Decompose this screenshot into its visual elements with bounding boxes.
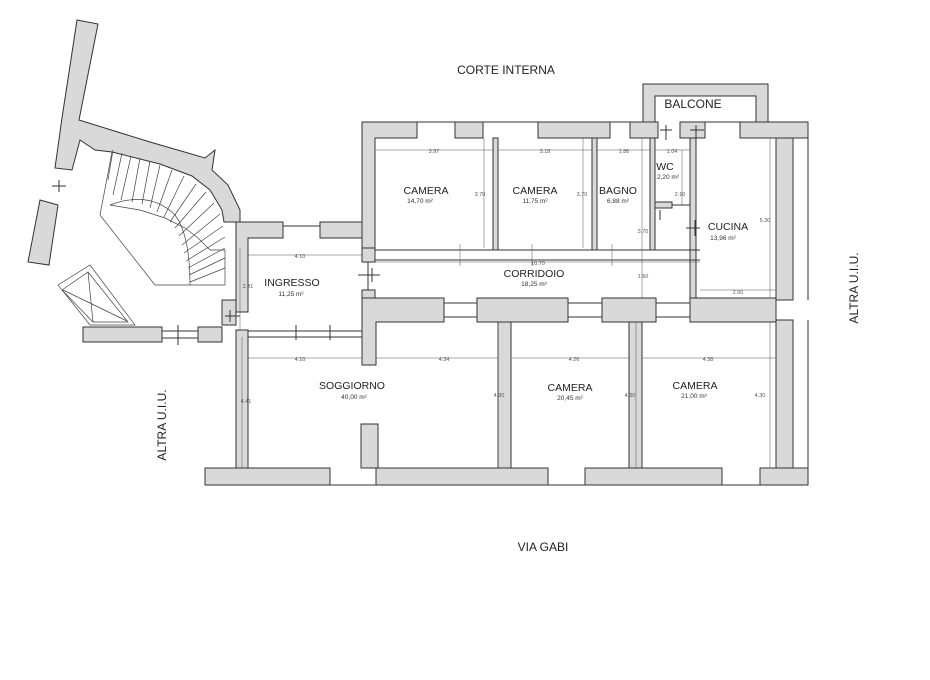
dim-camera2-w: 3.18	[540, 149, 551, 155]
label-via-gabi: VIA GABI	[518, 540, 569, 554]
dim-wc-h: 2.10	[675, 192, 686, 198]
dim-wc-w: 1.04	[667, 149, 678, 155]
room-camera-2-name: CAMERA	[513, 185, 558, 197]
dim-bagno-w: 1.86	[619, 149, 630, 155]
dim-ingresso-w: 4.10	[295, 254, 306, 260]
dim-camera1-h: 3.70	[475, 192, 486, 198]
room-ingresso-name: INGRESSO	[264, 277, 319, 289]
dim-camera4-w: 4.38	[703, 357, 714, 363]
room-camera-4-name: CAMERA	[673, 380, 718, 392]
room-cucina-area: 13,96 m²	[710, 235, 736, 242]
dim-corridoio-w: 10.70	[531, 261, 545, 267]
room-cucina-name: CUCINA	[708, 221, 748, 233]
room-wc-name: WC	[656, 161, 674, 173]
room-wc-area: 2,20 m²	[657, 174, 680, 181]
room-camera-3-area: 20,45 m²	[557, 395, 583, 402]
room-corridoio-area: 18,25 m²	[521, 281, 547, 288]
room-corridoio-name: CORRIDOIO	[504, 268, 565, 280]
dimension-lines	[239, 138, 776, 468]
dim-bagno-h: 3.70	[638, 229, 649, 235]
room-camera-2-area: 11,75 m²	[522, 198, 548, 205]
room-soggiorno-name: SOGGIORNO	[319, 380, 385, 392]
room-bagno-area: 6,88 m²	[607, 198, 630, 205]
dim-cucina-h: 5.30	[760, 218, 771, 224]
room-bagno-name: BAGNO	[599, 185, 637, 197]
dim-camera2-h: 3.70	[577, 192, 588, 198]
dim-ingresso-h: 2.31	[243, 284, 254, 290]
door-marks	[225, 125, 704, 322]
interior-walls	[248, 137, 777, 469]
dim-corridoio-h: 1.50	[638, 274, 649, 280]
dim-soggiorno-h: 4.41	[241, 399, 252, 405]
dim-soggiorno-w1: 4.10	[295, 357, 306, 363]
room-soggiorno-area: 40,00 m²	[341, 394, 367, 401]
label-altra-uiu-west: ALTRA U.I.U.	[155, 389, 169, 460]
room-ingresso-area: 11,25 m²	[278, 291, 304, 298]
dim-camera3-h: 4.30	[625, 393, 636, 399]
dimension-labels: 3.97 3.70 3.18 3.70 1.86 3.70 1.04 2.10 …	[241, 149, 771, 405]
staircase-block	[27, 19, 241, 345]
label-balcone: BALCONE	[664, 97, 721, 111]
dim-soggiorno-h2: 4.30	[494, 393, 505, 399]
room-camera-3-name: CAMERA	[548, 382, 593, 394]
room-labels: CAMERA 14,70 m² CAMERA 11,75 m² BAGNO 6,…	[264, 161, 748, 402]
room-camera-1-area: 14,70 m²	[407, 198, 433, 205]
dim-soggiorno-w2: 4.34	[439, 357, 450, 363]
outer-walls	[204, 83, 809, 486]
room-camera-1-name: CAMERA	[404, 185, 449, 197]
dim-camera3-w: 4.26	[569, 357, 580, 363]
label-corte-interna: CORTE INTERNA	[457, 63, 555, 77]
label-altra-uiu-east: ALTRA U.I.U.	[847, 252, 861, 323]
room-camera-4-area: 21,00 m²	[681, 393, 707, 400]
dim-cucina-w: 2.50	[733, 290, 744, 296]
dim-camera1-w: 3.97	[429, 149, 440, 155]
dim-camera4-h: 4.30	[755, 393, 766, 399]
